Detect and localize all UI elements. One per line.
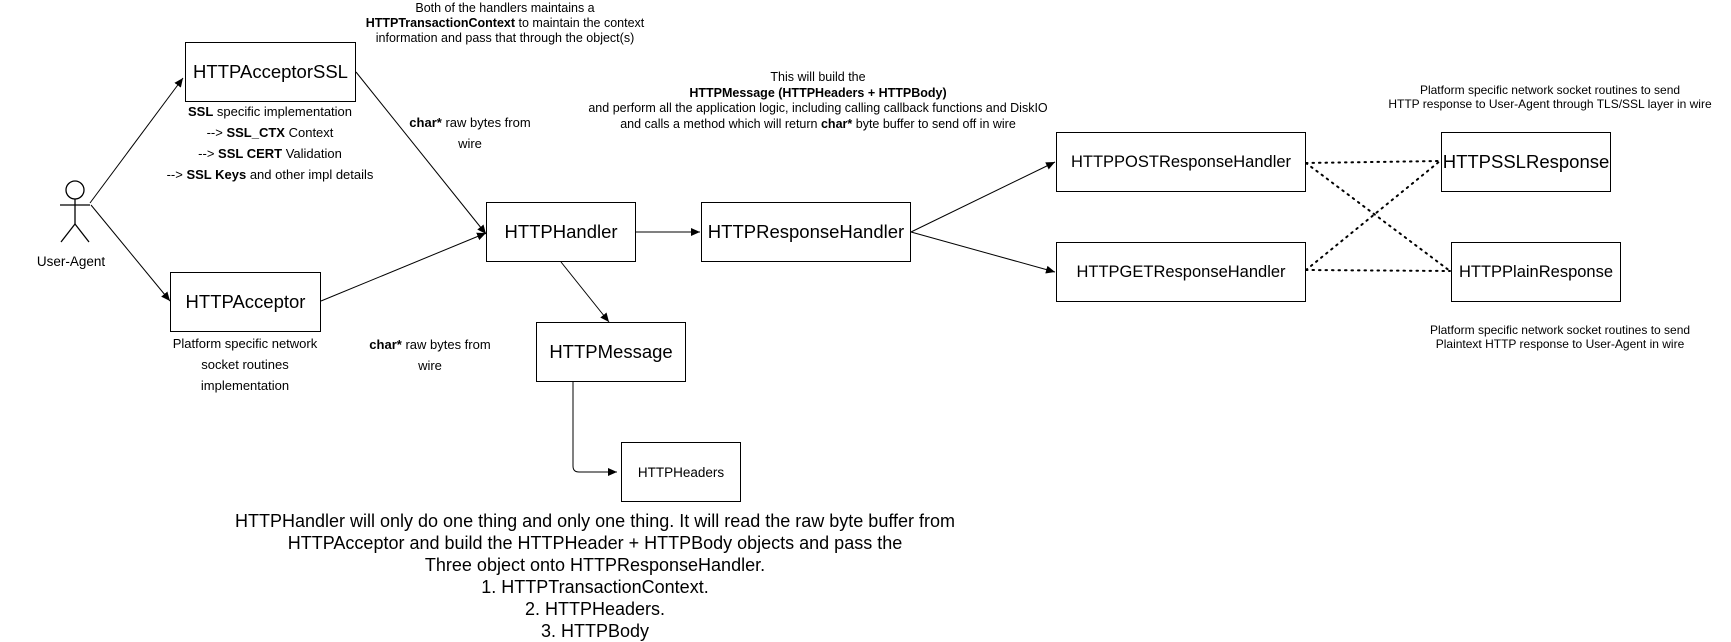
handler-node[interactable]: HTTPHandler (486, 202, 636, 262)
ssl-send-note: Platform specific network socket routine… (1388, 83, 1712, 111)
ssl-response-node[interactable]: HTTPSSLResponse (1441, 132, 1611, 192)
edge-response-to-post-handler (910, 161, 1056, 233)
edge-response-to-get-handler (910, 231, 1056, 274)
post-response-handler-node[interactable]: HTTPPOSTResponseHandler (1056, 132, 1306, 192)
message-node[interactable]: HTTPMessage (536, 322, 686, 382)
summary-text: HTTPHandler will only do one thing and o… (234, 511, 956, 641)
context-note: Both of the handlers maintains a HTTPTra… (365, 1, 645, 45)
edge-handler-to-message (560, 261, 610, 323)
response-handler-node[interactable]: HTTPResponseHandler (701, 202, 911, 262)
user-agent-label: User-Agent (36, 254, 106, 269)
build-message-note: This will build the HTTPMessage (HTTPHea… (588, 70, 1048, 131)
edge-acceptor-to-handler (320, 232, 487, 302)
headers-node[interactable]: HTTPHeaders (621, 442, 741, 502)
edge-user-agent-to-acceptor-ssl (89, 77, 184, 204)
edge-message-to-headers (572, 382, 617, 476)
raw-bytes-top-note: char* raw bytes from wire (409, 115, 531, 151)
link-post-to-ssl-response (1305, 160, 1441, 164)
get-response-handler-node[interactable]: HTTPGETResponseHandler (1056, 242, 1306, 302)
user-agent-actor-icon (60, 180, 90, 243)
edge-user-agent-to-acceptor (90, 204, 171, 302)
acceptor-impl-note: Platform specific network socket routine… (172, 336, 318, 393)
plain-response-node[interactable]: HTTPPlainResponse (1451, 242, 1621, 302)
link-get-to-ssl-response (1305, 160, 1441, 271)
acceptor-ssl-node[interactable]: HTTPAcceptorSSL (185, 42, 356, 102)
edge-acceptor-ssl-to-handler (355, 71, 487, 235)
plain-send-note: Platform specific network socket routine… (1429, 323, 1691, 351)
ssl-impl-note: SSL specific implementation --> SSL_CTX … (166, 104, 374, 182)
link-post-to-plain-response (1305, 162, 1451, 272)
raw-bytes-bottom-note: char* raw bytes from wire (369, 337, 491, 373)
acceptor-node[interactable]: HTTPAcceptor (170, 272, 321, 332)
link-get-to-plain-response (1305, 269, 1451, 272)
